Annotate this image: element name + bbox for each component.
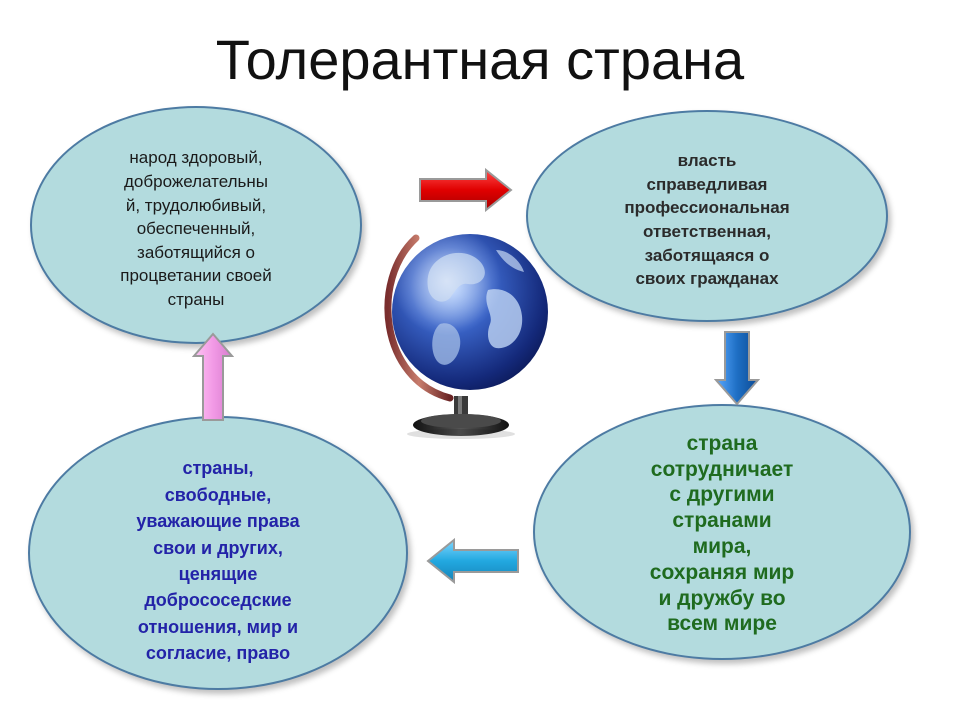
- node-power-text: власть справедливая профессиональная отв…: [624, 151, 790, 289]
- node-people: народ здоровый, доброжелательны й, трудо…: [30, 106, 362, 344]
- globe-icon: [384, 234, 548, 439]
- node-cooperate-text: страна сотрудничает с другими странами м…: [649, 431, 795, 636]
- node-countries-text: страны, свободные, уважающие права свои …: [136, 458, 300, 664]
- node-people-text: народ здоровый, доброжелательны й, трудо…: [120, 148, 272, 309]
- arrow-up-icon: [192, 332, 234, 421]
- node-countries: страны, свободные, уважающие права свои …: [28, 416, 408, 690]
- node-power: власть справедливая профессиональная отв…: [526, 110, 888, 322]
- arrow-down-icon: [714, 331, 760, 406]
- arrow-left-icon: [426, 538, 519, 584]
- page-title: Толерантная страна: [215, 28, 745, 91]
- node-cooperate: страна сотрудничает с другими странами м…: [533, 404, 911, 660]
- arrow-right-icon: [419, 168, 513, 212]
